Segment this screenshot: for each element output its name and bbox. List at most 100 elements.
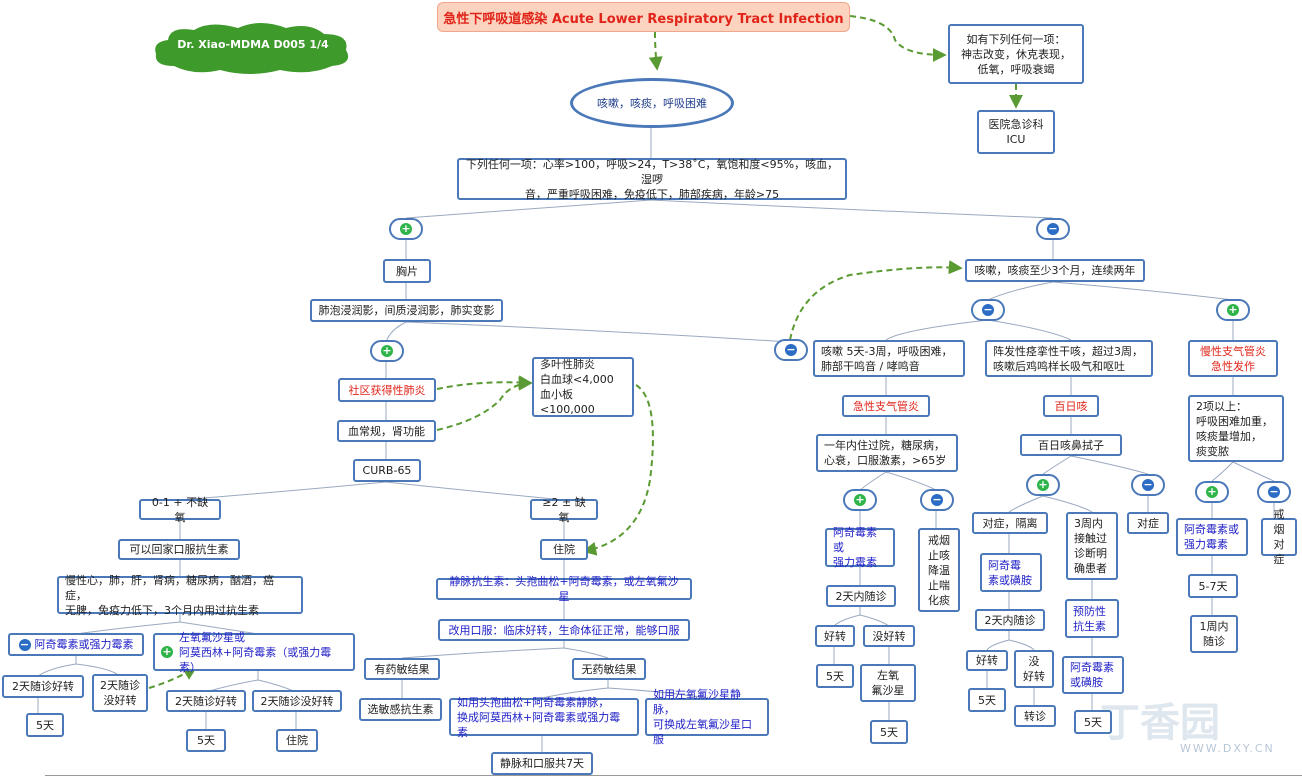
five-days-node-a: 5天 xyxy=(26,713,64,737)
blood-tests-node: 血常规，肾功能 xyxy=(337,420,436,442)
plus-branch-copd: + xyxy=(1195,481,1229,503)
acute-bronchitis-node: 急性支气管炎 xyxy=(842,395,930,417)
plus-icon: + xyxy=(1206,485,1218,498)
levo-switch-node: 如用左氧氟沙星静脉， 可换成左氧氟沙星口服 xyxy=(645,688,769,746)
minus-icon: − xyxy=(1047,222,1059,235)
nasal-swab-node: 百日咳鼻拭子 xyxy=(1020,434,1122,456)
pert-5d-node-b: 5天 xyxy=(1074,710,1112,734)
plus-icon: + xyxy=(161,645,173,658)
bron-5d-node: 5天 xyxy=(816,664,854,688)
plus-branch-swab: + xyxy=(1026,474,1060,496)
cough-2y-node: 咳嗽，咳痰至少3个月，连续两年 xyxy=(965,259,1145,282)
pert-better-node: 好转 xyxy=(966,650,1008,671)
plus-branch-xray: + xyxy=(370,340,404,362)
d2-notbetter-node-b: 2天随诊没好转 xyxy=(252,690,342,712)
pert-azithro-node-b: 阿奇霉素 或磺胺 xyxy=(1062,656,1124,694)
watermark-url: WWW.DXY.CN xyxy=(1180,742,1275,755)
minus-branch-swab: − xyxy=(1131,474,1165,496)
plus-branch-cough: + xyxy=(1216,299,1250,321)
symptom-node: 咳嗽，咳痰，呼吸困难 xyxy=(570,78,734,128)
minus-branch-xray: − xyxy=(774,339,808,361)
no-sensitive-node: 无药敏结果 xyxy=(572,658,646,680)
prophylactic-node: 预防性 抗生素 xyxy=(1065,599,1119,638)
minus-branch-copd: − xyxy=(1257,481,1291,503)
switch-oral-node: 改用口服：临床好转，生命体征正常，能够口服 xyxy=(438,619,690,641)
minus-icon: − xyxy=(982,303,994,316)
multilobar-node: 多叶性肺炎 白血球<4,000 血小板<100,000 xyxy=(532,357,634,417)
severe-condition-node: 如有下列任何一项： 神志改变，休克表现， 低氧，呼吸衰竭 xyxy=(948,24,1084,84)
plus-branch-risk: + xyxy=(843,489,877,511)
criteria-node: 下列任何一项：心率>100，呼吸>24，T>38˚C，氧饱和度<95%，咳血，湿… xyxy=(457,158,847,201)
copd-azithro-node: 阿奇霉素或 强力霉素 xyxy=(1176,518,1248,556)
sensitive-node: 有药敏结果 xyxy=(364,658,440,680)
pertussis-node: 百日咳 xyxy=(1043,395,1099,417)
pert-5d-node: 5天 xyxy=(968,688,1006,712)
copd-criteria-node: 2项以上： 呼吸困难加重， 咳痰量增加， 痰变脓 xyxy=(1188,395,1284,462)
contact-node: 3周内 接触过 诊断明 确患者 xyxy=(1066,512,1118,580)
icu-node: 医院急诊科 ICU xyxy=(977,110,1055,154)
plus-icon: + xyxy=(1037,478,1049,491)
plus-icon: + xyxy=(381,344,393,357)
bron-notbetter-node: 没好转 xyxy=(863,625,915,647)
bron-2d-node: 2天内随诊 xyxy=(826,585,896,607)
pert-transfer-node: 转诊 xyxy=(1014,705,1056,727)
choose-sensitive-node: 选敏感抗生素 xyxy=(359,698,442,721)
high-risk-node: ≥2 ± 缺氧 xyxy=(530,496,598,524)
d2-notbetter-node: 2天随诊 没好转 xyxy=(92,674,148,712)
five-days-node-b: 5天 xyxy=(186,729,226,752)
cough-5d-node: 咳嗽 5天-3周，呼吸困难， 肺部干鸣音 / 哮鸣音 xyxy=(813,340,965,377)
copd-quit-node: 戒烟 对症 xyxy=(1261,508,1297,566)
bron-azithro-node: 阿奇霉素或 强力霉素 xyxy=(825,526,895,569)
xray-findings-node: 肺泡浸润影，间质浸润影，肺实变影 xyxy=(310,299,503,322)
copd-1w-node: 1周内 随诊 xyxy=(1190,615,1238,653)
minus-branch-risk: − xyxy=(920,489,954,511)
chest-xray-node: 胸片 xyxy=(383,259,431,283)
pert-notbetter-node: 没 好转 xyxy=(1014,650,1054,688)
minus-icon: − xyxy=(931,493,943,506)
bottom-border xyxy=(45,775,1302,776)
symptomatic-node: 对症，隔离 xyxy=(972,512,1048,534)
quit-smoke-node: 戒烟 止咳 降温 止喘 化痰 xyxy=(918,528,960,612)
diagram-title: 急性下呼吸道感染 Acute Lower Respiratory Tract I… xyxy=(437,2,850,32)
copd-57-node: 5-7天 xyxy=(1188,574,1238,598)
total-7d-node: 静脉和口服共7天 xyxy=(491,752,593,775)
azithro-label: 阿奇霉素或强力霉素 xyxy=(34,638,134,651)
paroxysmal-node: 阵发性痉挛性干咳，超过3周， 咳嗽后鸡鸣样长吸气和呕吐 xyxy=(985,340,1153,377)
minus-branch-right: − xyxy=(1036,218,1070,240)
d2-better-node-b: 2天随诊好转 xyxy=(166,690,246,712)
plus-icon: + xyxy=(1227,303,1239,316)
plus-icon: + xyxy=(400,222,412,235)
d2-better-node: 2天随诊好转 xyxy=(2,675,84,698)
comorbid-node: 慢性心，肺，肝，肾病，糖尿病，酗酒，癌症， 无脾，免疫力低下，3个月内用过抗生素 xyxy=(57,574,303,617)
symptomatic-node-b: 对症 xyxy=(1127,512,1169,534)
cap-node: 社区获得性肺炎 xyxy=(338,378,436,402)
pert-azithro-node: 阿奇霉 素或磺胺 xyxy=(980,553,1042,592)
plus-branch-left: + xyxy=(389,218,423,240)
pert-2d-node: 2天内随诊 xyxy=(975,609,1045,631)
author-label: Dr. Xiao-MDMA D005 1/4 xyxy=(177,38,329,51)
plus-icon: + xyxy=(854,493,866,506)
curb65-node: CURB-65 xyxy=(353,459,421,482)
iv-abx-node: 静脉抗生素：头孢曲松+阿奇霉素，或左氧氟沙星 xyxy=(436,575,692,603)
azithro-node: −阿奇霉素或强力霉素 xyxy=(8,633,144,656)
minus-icon: − xyxy=(785,343,797,356)
low-risk-node: 0-1 + 不缺氧 xyxy=(139,496,221,524)
home-oral-node: 可以回家口服抗生素 xyxy=(118,539,240,560)
ceftriaxone-switch-node: 如用头孢曲松+阿奇霉素静脉， 换成阿莫西林+阿奇霉素或强力霉素 xyxy=(449,696,639,739)
hospitalize-node-a: 住院 xyxy=(276,729,318,752)
levo-combo-node: + 左氧氟沙星或 阿莫西林+阿奇霉素（或强力霉素） xyxy=(153,631,355,674)
minus-icon: − xyxy=(1142,478,1154,491)
minus-branch-cough: − xyxy=(971,299,1005,321)
minus-icon: − xyxy=(1268,485,1280,498)
bron-levo-5d-node: 5天 xyxy=(870,720,908,744)
risk-factors-node: 一年内住过院，糖尿病， 心衰，口服激素，>65岁 xyxy=(816,434,958,472)
author-cloud xyxy=(155,23,349,74)
hospitalize-node: 住院 xyxy=(540,539,588,560)
watermark: 丁香园 xyxy=(1100,700,1220,746)
levo-combo-label: 左氧氟沙星或 阿莫西林+阿奇霉素（或强力霉素） xyxy=(179,630,332,674)
bron-levo-node: 左氧 氟沙星 xyxy=(860,664,916,702)
copd-node: 慢性支气管炎 急性发作 xyxy=(1188,340,1278,377)
bron-better-node: 好转 xyxy=(815,625,855,647)
minus-icon: − xyxy=(18,637,31,651)
